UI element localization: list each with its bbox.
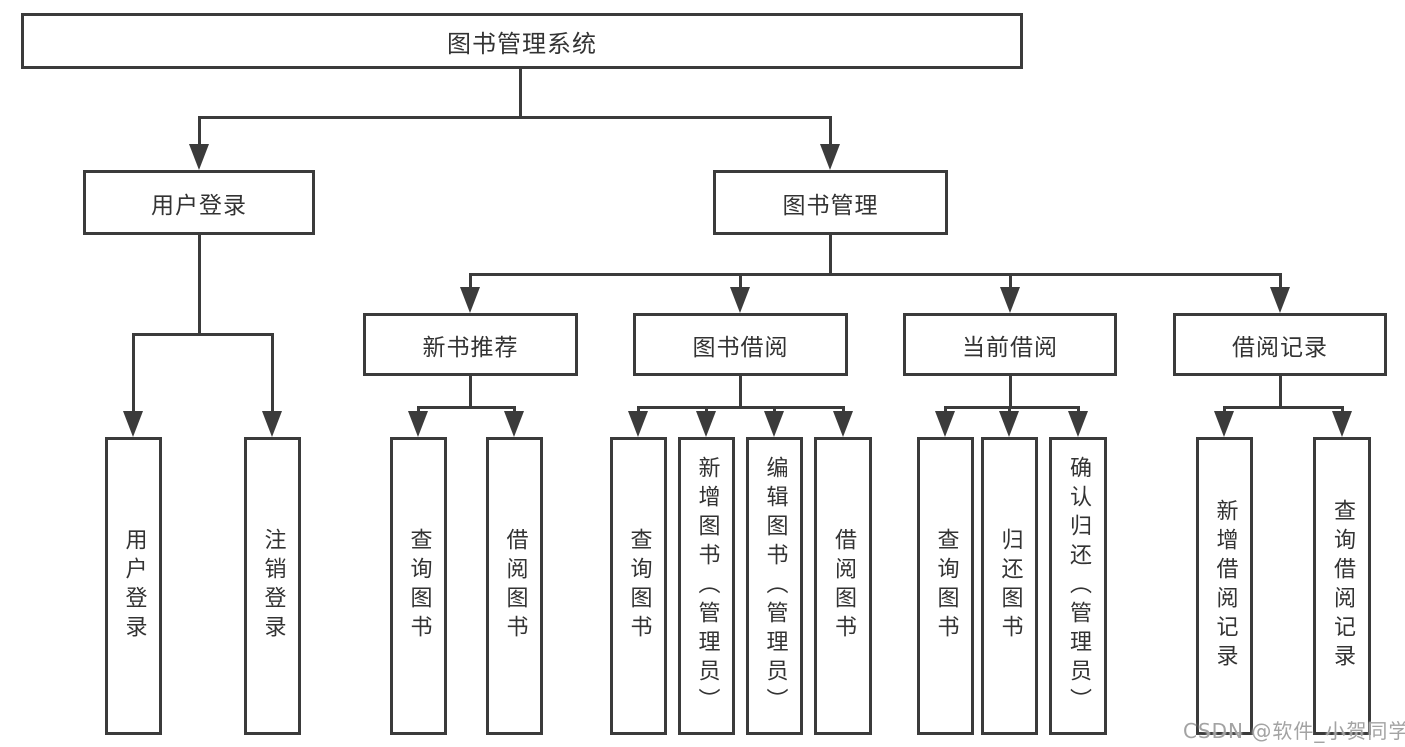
node-label: 图书借阅: [692, 334, 789, 361]
node-current-borrowing: 当前借阅: [903, 313, 1117, 376]
connector-arrow-shaft: [705, 406, 708, 415]
connector-arrow-shaft: [132, 333, 135, 413]
leaf-label: 注销登录: [260, 528, 286, 644]
leaf-add-borrow-record: 新增借阅记录: [1196, 437, 1253, 735]
connector-arrow-shaft: [1279, 273, 1282, 291]
connector-arrow-shaft: [1009, 273, 1012, 291]
arrowhead-down: [123, 411, 143, 437]
leaf-label: 查询借阅记录: [1330, 499, 1355, 673]
node-label: 借阅记录: [1232, 334, 1328, 361]
connector-arrow-shaft: [271, 333, 274, 413]
connector-arrow-shaft: [1077, 406, 1080, 415]
arrowhead-down: [504, 411, 524, 437]
arrowhead-down: [1332, 411, 1352, 437]
arrowhead-down: [820, 144, 840, 170]
leaf-label: 用户登录: [121, 528, 147, 644]
leaf-label: 借阅图书: [831, 528, 856, 644]
connector-records-horizontal: [1223, 406, 1344, 409]
connector-bookmgmt-stem: [829, 234, 832, 276]
node-label: 新书推荐: [422, 334, 519, 361]
arrowhead-down: [833, 411, 853, 437]
leaf-add-books-admin: 新增图书（管理员）: [678, 437, 735, 735]
connector-level1-horizontal: [198, 116, 832, 119]
connector-arrow-shaft: [1341, 406, 1344, 415]
leaf-label: 查询图书: [626, 528, 652, 644]
connector-arrow-shaft: [1223, 406, 1226, 415]
leaf-label: 新增借阅记录: [1212, 499, 1238, 673]
connector-arrow-shaft: [944, 406, 947, 415]
arrowhead-down: [730, 287, 750, 313]
arrowhead-down: [696, 411, 716, 437]
arrowhead-down: [460, 287, 480, 313]
connector-arrow-shaft: [417, 406, 420, 415]
connector-newbook-stem: [469, 376, 472, 409]
leaf-query-books-borrowing: 查询图书: [610, 437, 667, 735]
connector-arrow-shaft: [773, 406, 776, 415]
leaf-label: 借阅图书: [502, 528, 528, 644]
node-borrowing-records: 借阅记录: [1173, 313, 1387, 376]
node-label: 图书管理: [782, 192, 879, 219]
leaf-borrow-books-recommend: 借阅图书: [486, 437, 543, 735]
node-label: 当前借阅: [962, 334, 1058, 361]
arrowhead-down: [764, 411, 784, 437]
connector-level3-horizontal: [469, 273, 1282, 276]
leaf-user-login: 用户登录: [105, 437, 162, 735]
connector-arrow-shaft: [198, 116, 201, 148]
connector-records-stem: [1279, 376, 1282, 409]
connector-arrow-shaft: [469, 273, 472, 291]
node-label: 图书管理系统: [447, 29, 597, 58]
arrowhead-down: [1000, 287, 1020, 313]
arrowhead-down: [935, 411, 955, 437]
connector-arrow-shaft: [739, 273, 742, 291]
leaf-label: 归还图书: [997, 528, 1023, 644]
arrowhead-down: [408, 411, 428, 437]
leaf-return-books: 归还图书: [981, 437, 1038, 735]
leaf-confirm-return-admin: 确认归还（管理员）: [1049, 437, 1107, 735]
arrowhead-down: [1068, 411, 1088, 437]
connector-newbook-horizontal: [417, 406, 516, 409]
leaf-query-borrow-record: 查询借阅记录: [1313, 437, 1371, 735]
node-new-book-recommend: 新书推荐: [363, 313, 578, 376]
connector-userlogin-stem: [198, 234, 201, 336]
node-label: 用户登录: [151, 192, 247, 219]
connector-arrow-shaft: [842, 406, 845, 415]
arrowhead-down: [1214, 411, 1234, 437]
leaf-edit-books-admin: 编辑图书（管理员）: [746, 437, 803, 735]
leaf-label: 查询图书: [406, 528, 432, 644]
arrowhead-down: [999, 411, 1019, 437]
leaf-query-books-current: 查询图书: [917, 437, 974, 735]
connector-borrowing-stem: [739, 376, 742, 409]
connector-root-stem: [519, 69, 522, 119]
node-library-system: 图书管理系统: [21, 13, 1023, 69]
leaf-label: 查询图书: [933, 528, 959, 644]
node-book-management: 图书管理: [713, 170, 948, 235]
connector-arrow-shaft: [829, 116, 832, 148]
leaf-label: 新增图书（管理员）: [694, 455, 720, 717]
node-book-borrowing: 图书借阅: [633, 313, 848, 376]
connector-arrow-shaft: [513, 406, 516, 415]
watermark-text: CSDN @软件_小贺同学: [1183, 719, 1405, 743]
connector-userlogin-horizontal: [132, 333, 274, 336]
leaf-label: 编辑图书（管理员）: [762, 455, 788, 717]
connector-arrow-shaft: [637, 406, 640, 415]
leaf-borrow-books: 借阅图书: [814, 437, 872, 735]
arrowhead-down: [1270, 287, 1290, 313]
arrowhead-down: [262, 411, 282, 437]
leaf-label: 确认归还（管理员）: [1066, 455, 1091, 717]
connector-arrow-shaft: [1008, 406, 1011, 415]
leaf-query-books-recommend: 查询图书: [390, 437, 447, 735]
connector-current-stem: [1009, 376, 1012, 409]
connector-current-horizontal: [944, 406, 1080, 409]
node-user-login: 用户登录: [83, 170, 315, 235]
arrowhead-down: [189, 144, 209, 170]
connector-borrowing-horizontal: [637, 406, 845, 409]
leaf-logout: 注销登录: [244, 437, 301, 735]
arrowhead-down: [628, 411, 648, 437]
